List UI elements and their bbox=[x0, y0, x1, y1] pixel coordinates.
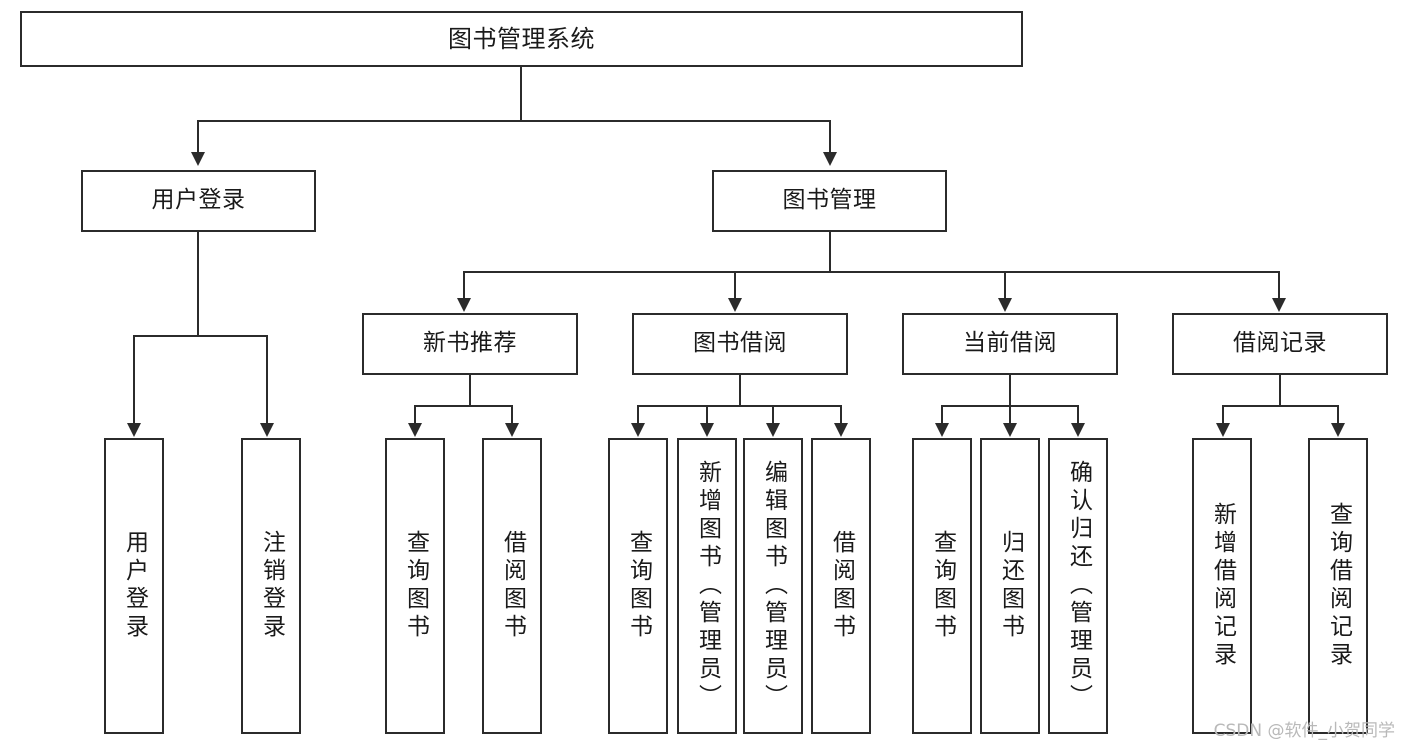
connector-root-stem bbox=[520, 67, 522, 121]
connector-user-login-bus bbox=[133, 335, 267, 337]
leaf-user-login[interactable]: 用户登录 bbox=[104, 438, 164, 734]
connector-nb-to-leaf-2 bbox=[511, 405, 513, 424]
node-label: 新增图书（管理员） bbox=[694, 460, 721, 712]
connector-root-to-book-management bbox=[829, 120, 831, 153]
node-label: 新书推荐 bbox=[423, 330, 517, 357]
arrowhead-cb-return-book bbox=[1003, 423, 1017, 437]
leaf-cb-query-book[interactable]: 查询图书 bbox=[912, 438, 972, 734]
node-label: 查询借阅记录 bbox=[1325, 502, 1352, 670]
leaf-logout[interactable]: 注销登录 bbox=[241, 438, 301, 734]
arrowhead-bb-add-book bbox=[700, 423, 714, 437]
connector-br-to-leaf-1 bbox=[1222, 405, 1224, 424]
arrowhead-nb-borrow-book bbox=[505, 423, 519, 437]
arrowhead-br-query-record bbox=[1331, 423, 1345, 437]
connector-bm-to-borrow-record bbox=[1278, 271, 1280, 299]
node-book-borrow[interactable]: 图书借阅 bbox=[632, 313, 848, 375]
csdn-watermark: CSDN @软件_小贺同学 bbox=[1213, 721, 1395, 741]
node-label: 编辑图书（管理员） bbox=[760, 460, 787, 712]
connector-bb-to-leaf-1 bbox=[637, 405, 639, 424]
node-label: 图书管理系统 bbox=[448, 24, 595, 53]
connector-bm-to-book-borrow bbox=[734, 271, 736, 299]
arrowhead-borrow-record bbox=[1272, 298, 1286, 312]
leaf-bb-add-book[interactable]: 新增图书（管理员） bbox=[677, 438, 737, 734]
node-label: 新增借阅记录 bbox=[1209, 502, 1236, 670]
connector-br-to-leaf-2 bbox=[1337, 405, 1339, 424]
leaf-nb-borrow-book[interactable]: 借阅图书 bbox=[482, 438, 542, 734]
connector-nb-to-leaf-1 bbox=[414, 405, 416, 424]
connector-bm-to-current-borrow bbox=[1004, 271, 1006, 299]
connector-user-login-to-leaf-1 bbox=[133, 335, 135, 424]
connector-borrow-record-stem bbox=[1279, 375, 1281, 406]
node-label: 图书管理 bbox=[782, 187, 877, 214]
node-book-management[interactable]: 图书管理 bbox=[712, 170, 947, 232]
node-label: 借阅记录 bbox=[1233, 330, 1327, 357]
node-label: 查询图书 bbox=[625, 530, 652, 642]
arrowhead-book-borrow bbox=[728, 298, 742, 312]
connector-book-management-bus bbox=[463, 271, 1280, 273]
node-current-borrow[interactable]: 当前借阅 bbox=[902, 313, 1118, 375]
connector-bb-to-leaf-2 bbox=[706, 405, 708, 424]
node-label: 借阅图书 bbox=[499, 530, 526, 642]
connector-new-book-stem bbox=[469, 375, 471, 406]
arrowhead-leaf-logout bbox=[260, 423, 274, 437]
node-label: 注销登录 bbox=[258, 530, 285, 642]
connector-root-to-user-login bbox=[197, 120, 199, 153]
arrowhead-bb-query-book bbox=[631, 423, 645, 437]
leaf-cb-confirm-return[interactable]: 确认归还（管理员） bbox=[1048, 438, 1108, 734]
leaf-bb-borrow-book[interactable]: 借阅图书 bbox=[811, 438, 871, 734]
node-label: 借阅图书 bbox=[828, 530, 855, 642]
node-borrow-record[interactable]: 借阅记录 bbox=[1172, 313, 1388, 375]
node-user-login[interactable]: 用户登录 bbox=[81, 170, 316, 232]
connector-book-borrow-stem bbox=[739, 375, 741, 406]
node-label: 图书借阅 bbox=[693, 330, 787, 357]
leaf-bb-edit-book[interactable]: 编辑图书（管理员） bbox=[743, 438, 803, 734]
connector-book-borrow-bus bbox=[637, 405, 842, 407]
leaf-br-add-record[interactable]: 新增借阅记录 bbox=[1192, 438, 1252, 734]
arrowhead-bb-edit-book bbox=[766, 423, 780, 437]
connector-cb-to-leaf-2 bbox=[1009, 405, 1011, 424]
arrowhead-cb-query-book bbox=[935, 423, 949, 437]
node-label: 归还图书 bbox=[997, 530, 1024, 642]
connector-borrow-record-bus bbox=[1222, 405, 1339, 407]
leaf-cb-return-book[interactable]: 归还图书 bbox=[980, 438, 1040, 734]
arrowhead-book-management bbox=[823, 152, 837, 166]
arrowhead-br-add-record bbox=[1216, 423, 1230, 437]
connector-new-book-bus bbox=[414, 405, 513, 407]
connector-user-login-stem bbox=[197, 232, 199, 336]
node-label: 查询图书 bbox=[402, 530, 429, 642]
connector-bm-to-new-book bbox=[463, 271, 465, 299]
node-root-book-management-system[interactable]: 图书管理系统 bbox=[20, 11, 1023, 67]
arrowhead-leaf-user-login bbox=[127, 423, 141, 437]
arrowhead-new-book-recommend bbox=[457, 298, 471, 312]
arrowhead-bb-borrow-book bbox=[834, 423, 848, 437]
connector-book-management-stem bbox=[829, 232, 831, 272]
connector-cb-to-leaf-1 bbox=[941, 405, 943, 424]
arrowhead-nb-query-book bbox=[408, 423, 422, 437]
node-label: 用户登录 bbox=[151, 187, 246, 214]
node-label: 用户登录 bbox=[121, 530, 148, 642]
leaf-bb-query-book[interactable]: 查询图书 bbox=[608, 438, 668, 734]
connector-root-bus bbox=[197, 120, 831, 122]
connector-user-login-to-leaf-2 bbox=[266, 335, 268, 424]
node-new-book-recommend[interactable]: 新书推荐 bbox=[362, 313, 578, 375]
node-label: 确认归还（管理员） bbox=[1065, 460, 1092, 712]
connector-cb-to-leaf-3 bbox=[1077, 405, 1079, 424]
arrowhead-current-borrow bbox=[998, 298, 1012, 312]
arrowhead-user-login bbox=[191, 152, 205, 166]
connector-bb-to-leaf-3 bbox=[772, 405, 774, 424]
leaf-nb-query-book[interactable]: 查询图书 bbox=[385, 438, 445, 734]
node-label: 查询图书 bbox=[929, 530, 956, 642]
connector-current-borrow-stem bbox=[1009, 375, 1011, 406]
leaf-br-query-record[interactable]: 查询借阅记录 bbox=[1308, 438, 1368, 734]
connector-bb-to-leaf-4 bbox=[840, 405, 842, 424]
arrowhead-cb-confirm-return bbox=[1071, 423, 1085, 437]
node-label: 当前借阅 bbox=[963, 330, 1057, 357]
